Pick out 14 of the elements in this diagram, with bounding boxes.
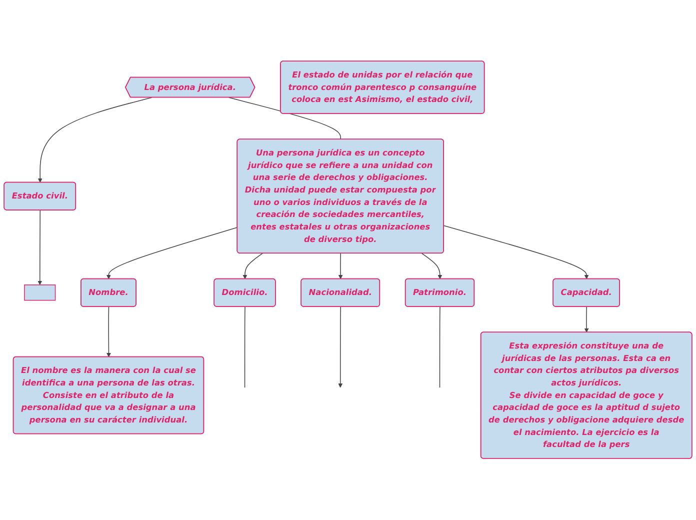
arrow xyxy=(443,226,589,280)
connector xyxy=(244,306,246,388)
connector xyxy=(439,306,440,388)
arrow xyxy=(106,306,111,358)
arrow xyxy=(106,227,238,280)
arrow xyxy=(584,306,589,333)
arrow xyxy=(242,253,263,280)
arrow xyxy=(38,97,152,183)
arrow xyxy=(338,306,343,388)
arrow xyxy=(38,210,42,286)
node-box xyxy=(24,284,56,301)
connector xyxy=(228,97,342,140)
arrow xyxy=(421,253,442,280)
arrow xyxy=(338,253,343,280)
